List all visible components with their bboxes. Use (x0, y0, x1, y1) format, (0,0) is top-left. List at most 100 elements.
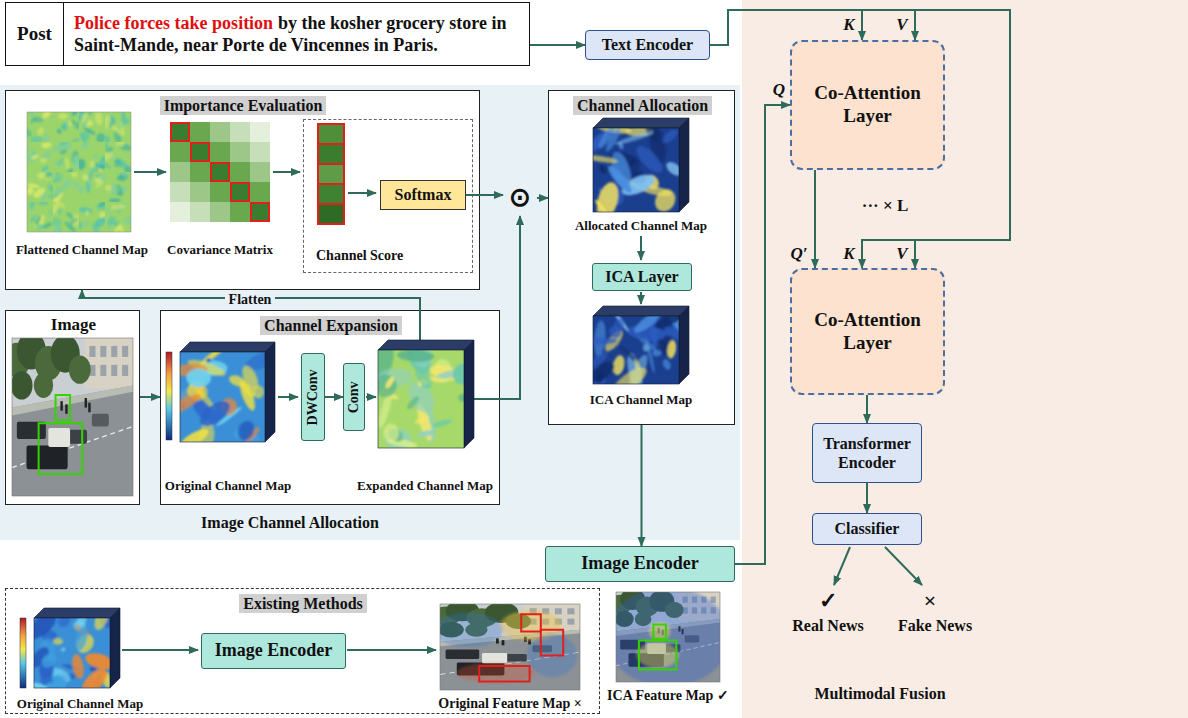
covariance-matrix (170, 202, 190, 222)
input-photo (85, 338, 133, 389)
flattened-map (98, 202, 105, 208)
flattened-map (79, 159, 86, 170)
flattened-map (85, 210, 90, 216)
channel-map-cube (110, 608, 120, 688)
input-photo (12, 338, 133, 496)
box-label: ICA Layer (605, 267, 678, 286)
text-holder: ··· × L (785, 196, 985, 216)
flattened-map (56, 128, 62, 134)
feature-map (440, 604, 580, 690)
input-photo (56, 395, 71, 420)
channel-map-cube (20, 606, 120, 698)
flattened-map (70, 136, 79, 142)
ica-map-cube (633, 358, 642, 371)
covariance-matrix (251, 203, 269, 221)
text-holder: Original Feature Map × (410, 694, 610, 713)
channel-score-column (318, 184, 344, 204)
channel-map-cube (53, 638, 63, 645)
flow-arrow (419, 310, 421, 340)
input-photo (60, 401, 62, 410)
text-holder: Q′ (699, 244, 899, 264)
input-photo (111, 365, 117, 376)
flattened-map (82, 174, 90, 182)
attention-input: V (896, 244, 907, 264)
expanded-map-cube (413, 366, 436, 390)
flattened-map (72, 181, 79, 189)
flattened-map (27, 112, 53, 142)
co-attention-box: Co-Attention Layer (790, 40, 945, 170)
input-photo (12, 371, 33, 399)
flattened-map (85, 180, 93, 193)
flattened-map (27, 112, 36, 119)
flattened-map (27, 142, 53, 172)
flattened-map (79, 184, 85, 196)
connector-arrow (710, 10, 1010, 268)
connector-arrow (325, 396, 343, 398)
text-holder: Multimodal Fusion (780, 684, 980, 703)
text-holder: Allocated Channel Map (541, 216, 741, 234)
flattened-map (33, 150, 37, 156)
allocated-map-cube (679, 118, 689, 212)
covariance-matrix (190, 182, 210, 202)
feature-map (606, 588, 731, 687)
covariance-matrix (210, 122, 230, 142)
channel-map-cube (34, 618, 110, 688)
text-holder: Channel Allocation (549, 96, 736, 115)
box-label: Co-Attention Layer (798, 82, 937, 128)
softmax-box: Softmax (380, 180, 466, 210)
channel-map-cube (180, 391, 203, 419)
encoder-box: Image Encoder (201, 633, 346, 669)
flattened-map (27, 202, 53, 232)
flow-arrow (885, 547, 922, 585)
feature-map (440, 604, 580, 690)
text-holder: Image Channel Allocation (170, 513, 410, 532)
flattened-map (41, 142, 52, 149)
flattened-map (124, 166, 131, 172)
feature-map (616, 592, 720, 682)
flattened-map (111, 204, 126, 209)
map-caption: Original Feature Map × (438, 696, 581, 713)
text-holder: Covariance Matrix (120, 240, 320, 258)
covariance-matrix (250, 182, 270, 202)
ica-map-cube (613, 318, 625, 332)
flattened-map (53, 202, 66, 209)
allocated-map-cube (593, 128, 679, 212)
flattened-map (27, 186, 34, 196)
box-label: Transformer Encoder (819, 434, 915, 472)
expanded-map-cube (464, 340, 474, 448)
flattened-map (79, 172, 105, 196)
flattened-map (43, 172, 53, 180)
flattened-map (41, 165, 50, 172)
text-holder: Channel Score (316, 248, 466, 265)
map-caption: Original Channel Map (165, 478, 291, 494)
feature-map (616, 592, 720, 682)
flattened-map (42, 112, 52, 118)
covariance-matrix (211, 163, 229, 181)
flattened-map (105, 135, 111, 142)
attention-input: K (843, 15, 854, 35)
box-label: Image Encoder (581, 553, 698, 575)
channel-map-cube (166, 352, 172, 440)
expanded-map-cube (378, 350, 464, 448)
box-label: Image Encoder (215, 640, 332, 662)
covariance-matrix (190, 162, 210, 182)
flattened-map (119, 121, 126, 136)
table-cell: Police forces take positionby the kosher… (64, 3, 529, 65)
section-title: Importance Evaluation (160, 96, 327, 115)
connector-arrow (641, 425, 643, 546)
flow-arrow (366, 396, 376, 398)
expanded-map-cube (370, 335, 478, 452)
allocated-map-cube (632, 142, 666, 177)
flattened-map (27, 142, 53, 172)
channel-map-cube (92, 618, 110, 632)
expanded-map-cube (378, 350, 464, 448)
flow-arrow (862, 240, 915, 268)
group-label: Image Channel Allocation (170, 513, 410, 532)
text-holder: Conv (344, 364, 364, 430)
input-photo (100, 365, 106, 376)
covariance-matrix (170, 142, 190, 162)
flattened-map (27, 142, 53, 172)
covariance-matrix (210, 202, 230, 222)
flattened-map (27, 183, 40, 189)
expanded-map-cube (378, 340, 474, 350)
